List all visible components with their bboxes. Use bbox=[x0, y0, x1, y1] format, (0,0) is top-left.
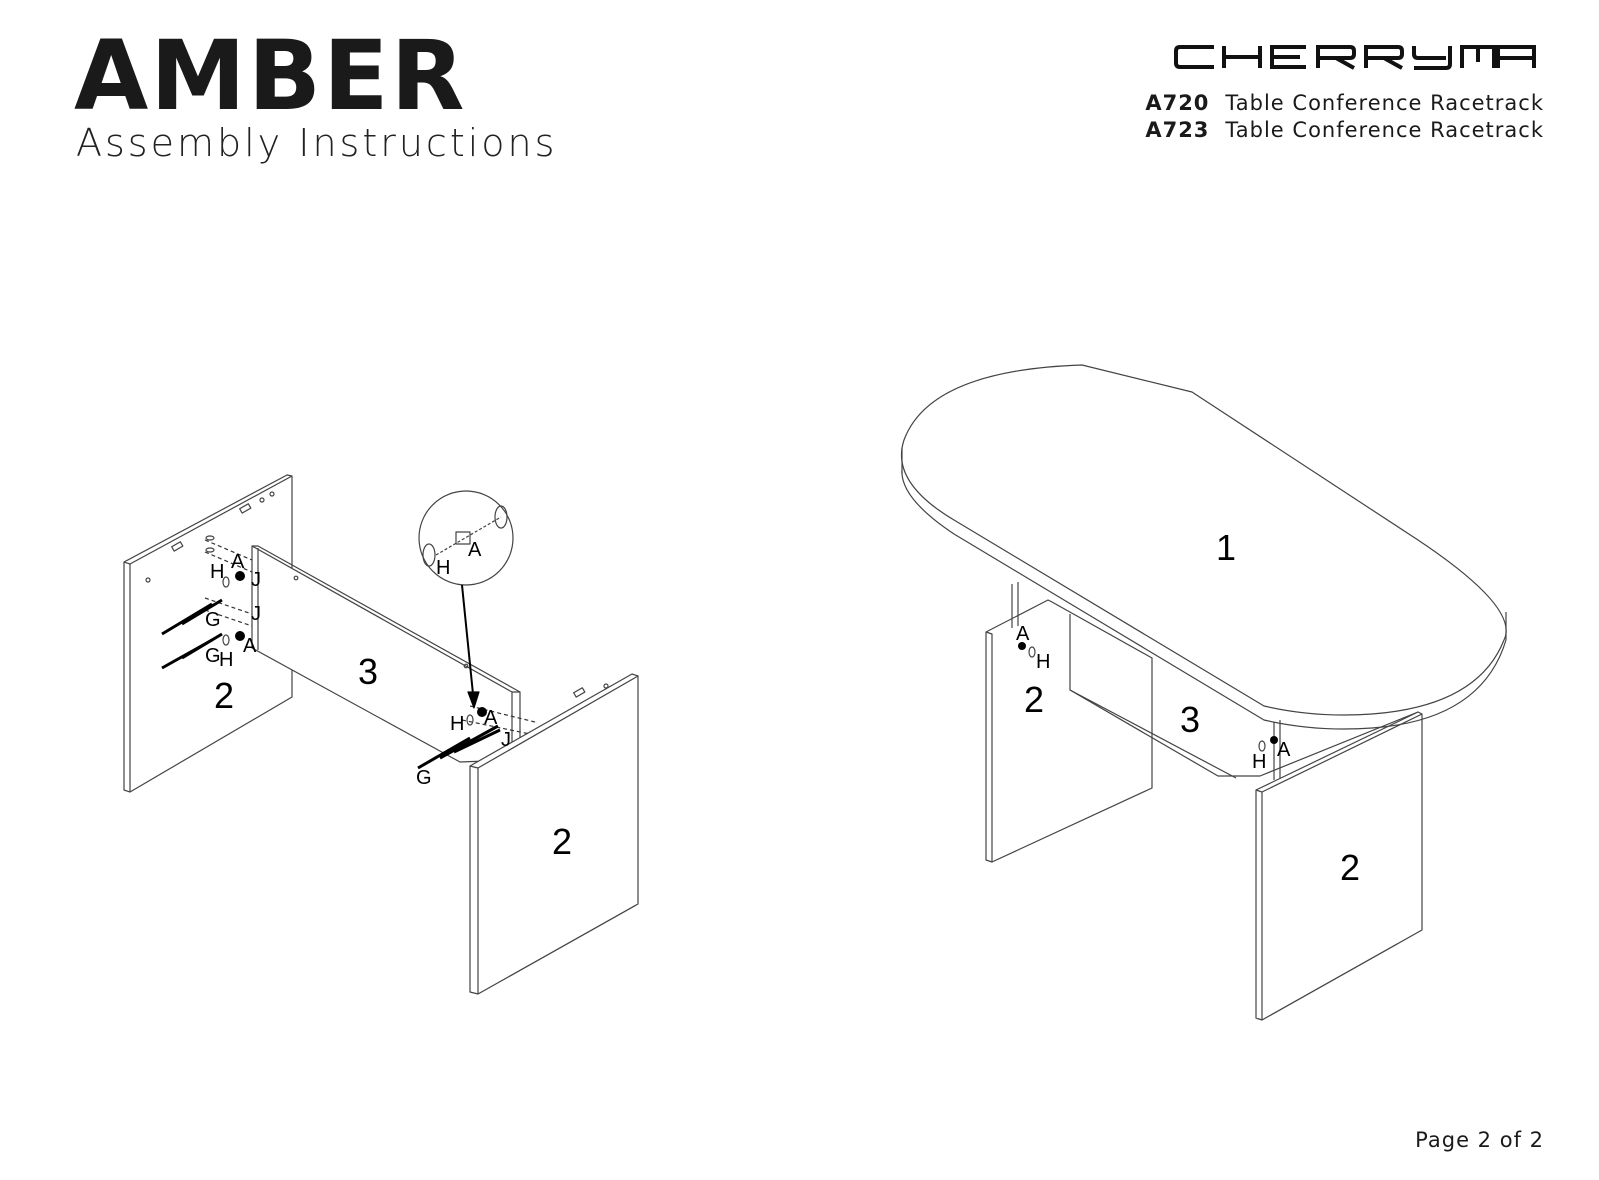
model-row: A720 Table Conference Racetrack bbox=[1145, 90, 1544, 117]
hardware-label-h: H bbox=[210, 561, 224, 583]
hardware-label-j: J bbox=[251, 569, 261, 591]
exploded-view bbox=[123, 474, 639, 995]
page-number: Page 2 of 2 bbox=[1415, 1128, 1544, 1152]
end-panel-left bbox=[123, 474, 298, 793]
hardware-label-a: A bbox=[243, 635, 257, 657]
hardware-label-h: H bbox=[450, 713, 464, 735]
hardware-label-j: J bbox=[251, 603, 261, 625]
model-code: A720 bbox=[1145, 91, 1210, 115]
detail-callout bbox=[418, 490, 514, 709]
hardware-label-a: A bbox=[231, 551, 245, 573]
part-2-label: 2 bbox=[552, 821, 572, 862]
racetrack-top bbox=[900, 364, 1507, 730]
part-3-label: 3 bbox=[1180, 699, 1200, 740]
hardware-label-g: G bbox=[205, 609, 221, 631]
brand-logo bbox=[1174, 45, 1536, 70]
hardware-label-h: H bbox=[1252, 751, 1266, 773]
hardware-label-h: H bbox=[1036, 651, 1050, 673]
document-title: AMBER bbox=[74, 20, 467, 132]
detail-label-a: A bbox=[468, 539, 482, 561]
document-subtitle: Assembly Instructions bbox=[76, 121, 558, 165]
hardware-label-g: G bbox=[416, 767, 432, 789]
part-1-label: 1 bbox=[1216, 527, 1236, 568]
detail-label-h: H bbox=[436, 557, 450, 579]
assembled-view bbox=[900, 364, 1507, 1021]
hardware-label-h: H bbox=[219, 649, 233, 671]
part-2-label: 2 bbox=[214, 675, 234, 716]
hardware-label-a: A bbox=[484, 707, 498, 729]
modesty-panel-left bbox=[251, 545, 521, 763]
model-name: Table Conference Racetrack bbox=[1225, 91, 1544, 115]
part-2-label: 2 bbox=[1024, 679, 1044, 720]
model-code: A723 bbox=[1145, 118, 1210, 142]
model-row: A723 Table Conference Racetrack bbox=[1145, 117, 1544, 144]
end-panel-right bbox=[469, 673, 639, 995]
hardware-label-j: J bbox=[501, 729, 511, 751]
part-3-label: 3 bbox=[358, 651, 378, 692]
hardware-label-g: G bbox=[205, 645, 221, 667]
hardware-label-a: A bbox=[1277, 739, 1291, 761]
part-2-label: 2 bbox=[1340, 847, 1360, 888]
hardware-label-a: A bbox=[1016, 623, 1030, 645]
model-name: Table Conference Racetrack bbox=[1225, 118, 1544, 142]
